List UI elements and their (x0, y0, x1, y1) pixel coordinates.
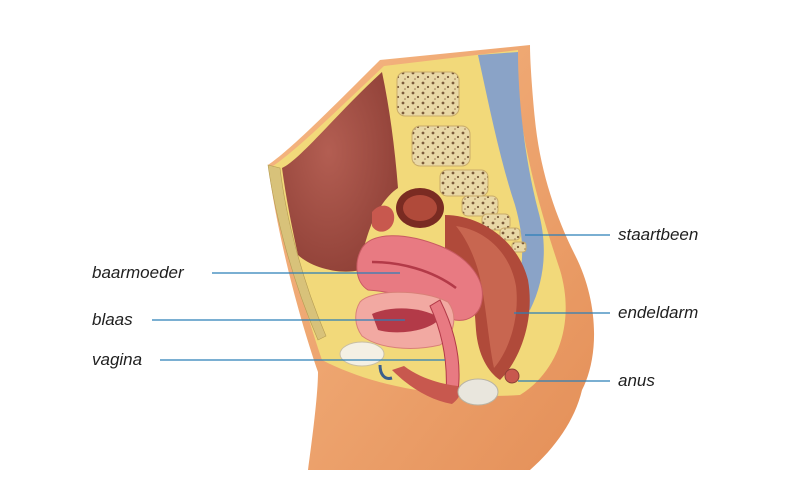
label-anus: anus (618, 371, 655, 391)
label-blaas: blaas (92, 310, 133, 330)
label-endeldarm: endeldarm (618, 303, 698, 323)
label-staartbeen: staartbeen (618, 225, 698, 245)
perineal-body (458, 379, 498, 405)
label-vagina: vagina (92, 350, 142, 370)
pubic-bone (340, 342, 384, 366)
anus-shape (505, 369, 519, 383)
label-baarmoeder: baarmoeder (92, 263, 184, 283)
intestine-lumen (403, 195, 437, 221)
